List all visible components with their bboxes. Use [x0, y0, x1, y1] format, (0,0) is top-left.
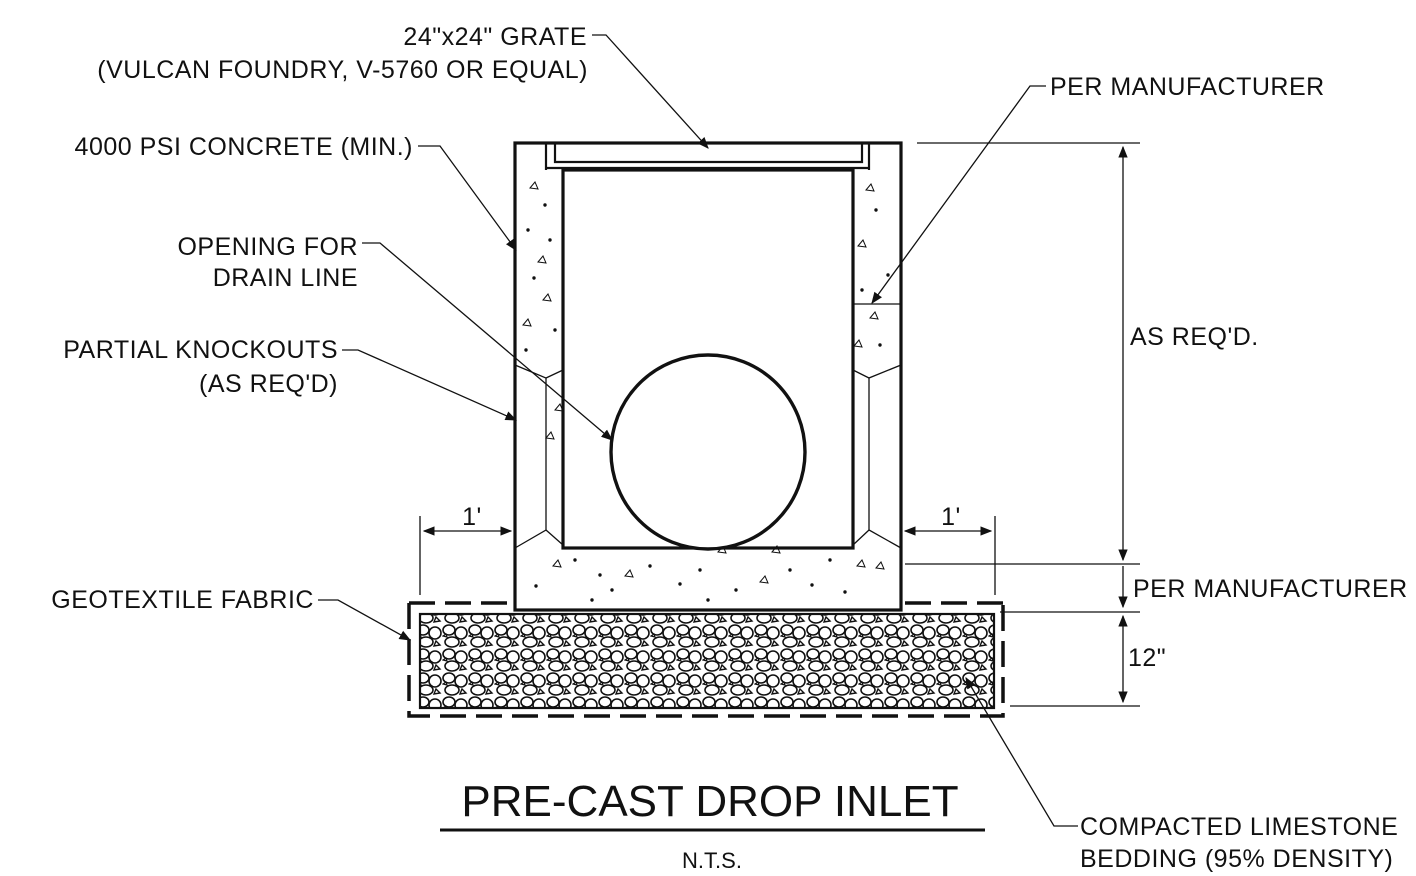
knockouts-label-1: PARTIAL KNOCKOUTS	[63, 336, 338, 364]
geotextile-label: GEOTEXTILE FABRIC	[51, 586, 314, 614]
limestone-label-1: COMPACTED LIMESTONE	[1080, 813, 1398, 841]
bedding-depth-label: 12"	[1128, 644, 1166, 672]
limestone-label-2: BEDDING (95% DENSITY)	[1080, 845, 1393, 873]
grate-label-1: 24"x24" GRATE	[403, 23, 587, 51]
grate-label-2: (VULCAN FOUNDRY, V-5760 OR EQUAL)	[97, 56, 588, 84]
opening-label-2: DRAIN LINE	[213, 264, 358, 292]
partial-knockout-right	[852, 364, 902, 549]
as-reqd-label: AS REQ'D.	[1130, 323, 1259, 351]
right-dimension-label: 1'	[941, 503, 961, 531]
opening-label-1: OPENING FOR	[177, 233, 358, 261]
per-manufacturer-bottom-label: PER MANUFACTURER	[1133, 575, 1408, 603]
drawing-title: PRE-CAST DROP INLET	[461, 777, 958, 826]
dimension-lines	[419, 142, 1140, 707]
geotextile-fabric	[407, 601, 1005, 718]
drain-line-opening	[609, 353, 807, 551]
scale-note: N.T.S.	[682, 848, 742, 873]
knockouts-label-2: (AS REQ'D)	[199, 370, 338, 398]
concrete-hatch	[522, 181, 890, 602]
limestone-bedding	[418, 612, 996, 710]
concrete-label: 4000 PSI CONCRETE (MIN.)	[75, 133, 413, 161]
grate	[544, 143, 871, 170]
left-dimension-label: 1'	[462, 503, 482, 531]
leader-lines	[318, 34, 1078, 827]
per-manufacturer-top-label: PER MANUFACTURER	[1050, 73, 1325, 101]
